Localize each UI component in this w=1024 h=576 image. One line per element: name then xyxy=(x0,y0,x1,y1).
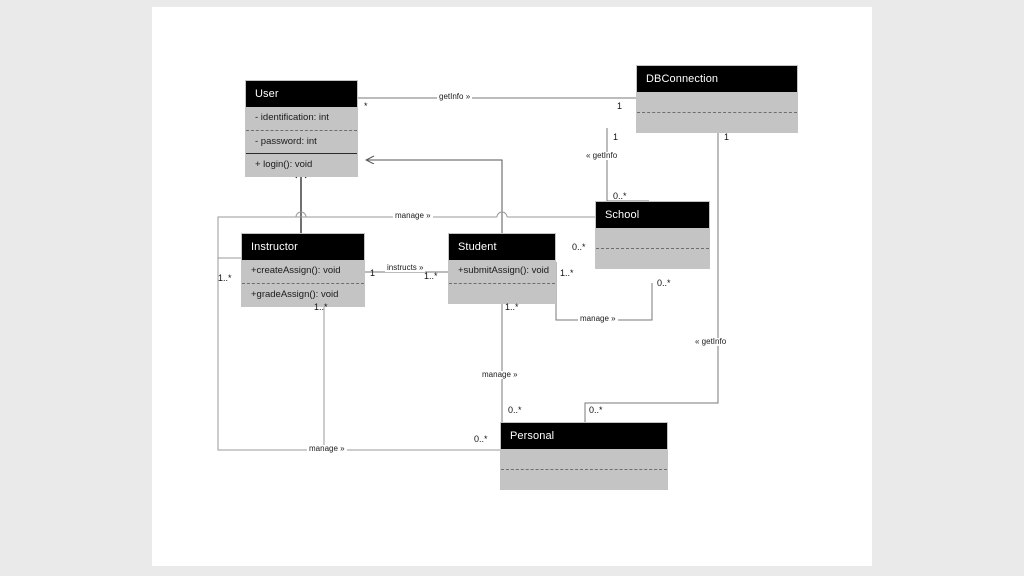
class-operation xyxy=(501,469,667,489)
class-attribute: - password: int xyxy=(246,129,357,153)
edge-instructor-left-riser xyxy=(217,258,312,451)
class-attribute: - identification: int xyxy=(255,112,329,124)
mult-school-left: 0..* xyxy=(572,242,586,252)
mult-student-right: 1..* xyxy=(560,268,574,278)
edge-student-user-generalization xyxy=(366,160,503,238)
edge-dbconnection-personal xyxy=(584,128,719,422)
edge-instructor-manage-user xyxy=(217,216,497,259)
class-box-student[interactable]: Student +submitAssign(): void xyxy=(448,233,556,304)
class-operation: +gradeAssign(): void xyxy=(242,282,364,306)
class-box-school[interactable]: School xyxy=(595,201,710,270)
class-title-dbconnection: DBConnection xyxy=(637,66,797,93)
edge-label-getinfo-school: « getInfo xyxy=(584,151,620,160)
mult-instructor-left: 1..* xyxy=(218,273,232,283)
mult-instructor-bottom: 1..* xyxy=(314,302,328,312)
edge-label-manage-school: manage » xyxy=(578,314,618,323)
mult-db-left: 1 xyxy=(617,101,623,111)
edge-label-manage-user: manage » xyxy=(393,211,433,220)
class-attribute xyxy=(637,92,797,112)
class-title-student: Student xyxy=(449,234,555,261)
class-attribute: +createAssign(): void xyxy=(251,265,341,277)
class-attribute xyxy=(501,449,667,469)
class-operation: + login(): void xyxy=(246,152,357,176)
edge-label-instructs: instructs » xyxy=(385,263,426,272)
mult-instructor-right: 1 xyxy=(370,268,376,278)
class-title-user: User xyxy=(246,81,357,108)
mult-user-right: * xyxy=(364,101,368,111)
mult-personal-top-right: 0..* xyxy=(589,405,603,415)
edge-manage-line-jump xyxy=(496,211,508,218)
mult-db-bottom-right: 1 xyxy=(724,132,730,142)
edge-label-getinfo-top: getInfo » xyxy=(437,92,473,101)
class-title-school: School xyxy=(596,202,709,229)
class-operation xyxy=(596,248,709,268)
edge-label-manage-personal-instructor: manage » xyxy=(307,444,347,453)
class-box-dbconnection[interactable]: DBConnection xyxy=(636,65,798,134)
edge-label-getinfo-personal: « getInfo xyxy=(693,337,729,346)
edge-label-manage-personal-student: manage » xyxy=(480,370,520,379)
mult-db-bottom-left: 1 xyxy=(613,132,619,142)
class-title-instructor: Instructor xyxy=(242,234,364,261)
class-operation xyxy=(637,112,797,132)
mult-student-bottom: 1..* xyxy=(505,302,519,312)
class-box-personal[interactable]: Personal xyxy=(500,422,668,491)
class-title-personal: Personal xyxy=(501,423,667,450)
class-attribute xyxy=(596,228,709,248)
class-box-user[interactable]: User - identification: int - password: i… xyxy=(245,80,358,178)
diagram-canvas[interactable]: User - identification: int - password: i… xyxy=(152,7,872,566)
edge-manage-line-jump2 xyxy=(295,211,307,218)
edge-instructor-personal xyxy=(323,298,500,451)
mult-personal-left: 0..* xyxy=(474,434,488,444)
class-attribute: +submitAssign(): void xyxy=(458,265,550,277)
class-operation xyxy=(449,282,555,303)
mult-personal-top-left: 0..* xyxy=(508,405,522,415)
mult-school-bottom: 0..* xyxy=(657,278,671,288)
class-box-instructor[interactable]: Instructor +createAssign(): void +gradeA… xyxy=(241,233,365,307)
mult-school-top: 0..* xyxy=(613,191,627,201)
mult-student-left: 1..* xyxy=(424,271,438,281)
